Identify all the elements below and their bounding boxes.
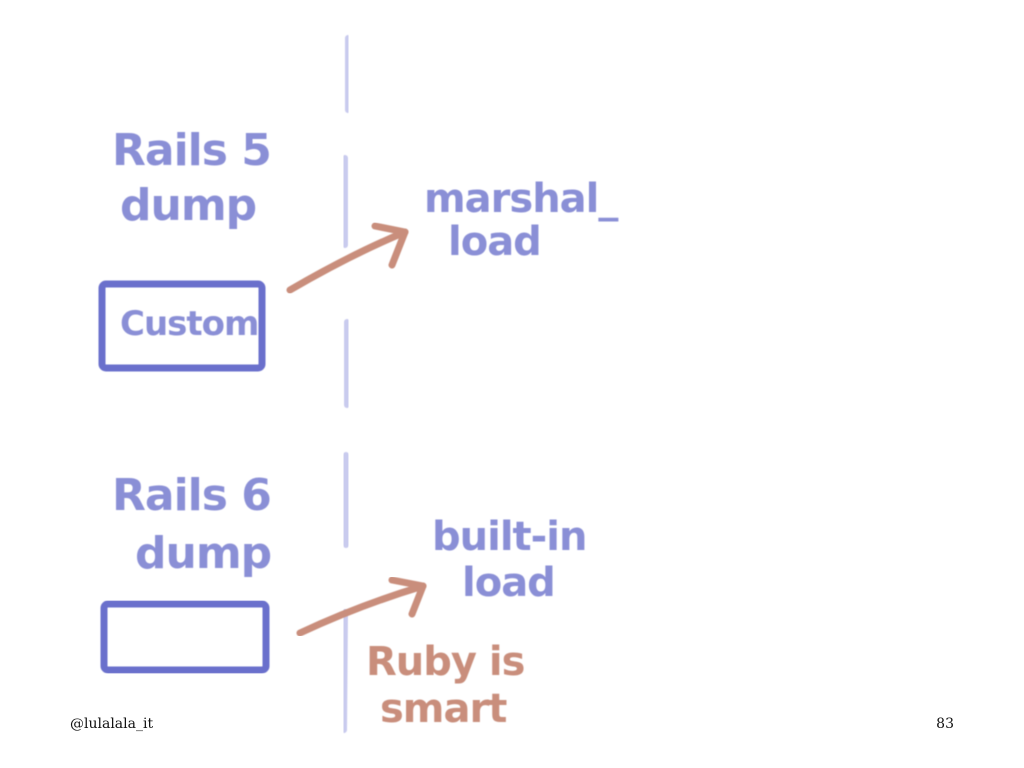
empty-box	[100, 600, 270, 674]
custom-box	[98, 280, 266, 372]
ruby-is-smart-note-2: smart	[380, 686, 507, 732]
marshal-load-label-2: load	[448, 219, 541, 265]
rails5-dump-label: dump	[120, 180, 256, 231]
top-arrow	[286, 222, 409, 294]
bottom-arrow	[296, 576, 427, 637]
builtin-label: built-in	[432, 514, 586, 560]
page-number: 83	[936, 716, 954, 732]
rails6-dump-label: dump	[135, 528, 271, 579]
rails5-label: Rails 5	[112, 125, 271, 176]
custom-box-label: Custom	[120, 304, 258, 344]
ruby-is-smart-note: Ruby is	[366, 639, 524, 685]
marshal-load-label: marshal_	[424, 176, 618, 222]
footer-handle: @lulalala_it	[70, 716, 154, 732]
builtin-load-label: load	[462, 560, 555, 606]
rails6-label: Rails 6	[112, 470, 271, 521]
divider-line	[341, 35, 351, 733]
